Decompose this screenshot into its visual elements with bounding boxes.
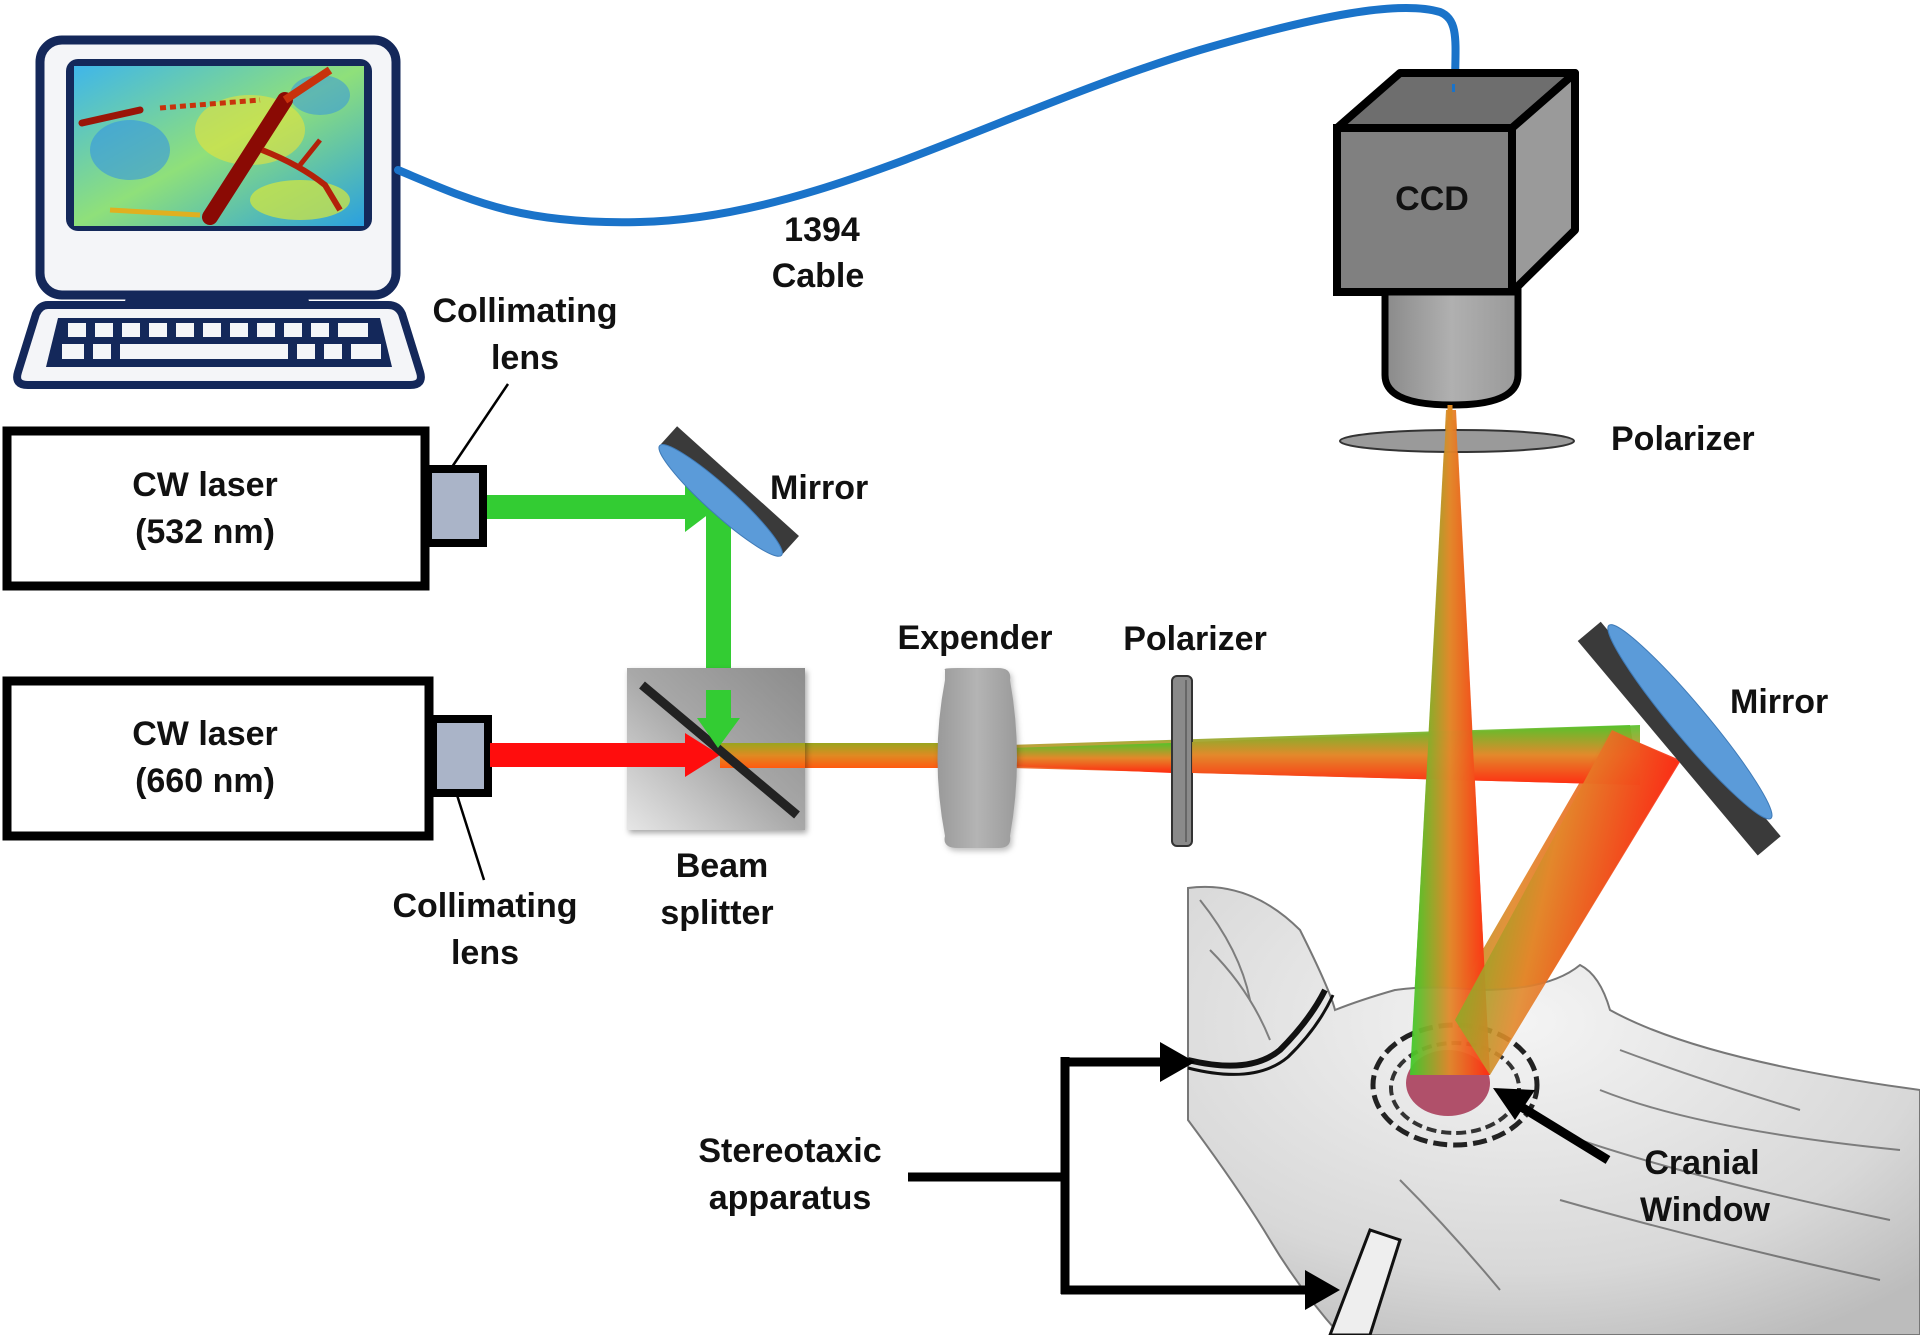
stereotaxic-label-line2: apparatus	[709, 1179, 872, 1217]
cranial-window-label-line2: Window	[1640, 1191, 1771, 1229]
stereotaxic-label-line1: Stereotaxic	[698, 1132, 881, 1170]
laser-660-label-line2: (660 nm)	[135, 762, 275, 800]
beam-splitter-label-line1: Beam	[676, 847, 769, 885]
collimating-bottom-label-line1: Collimating	[392, 887, 577, 925]
laser-532-box	[2, 426, 430, 591]
beam-splitter-label-line2: splitter	[660, 894, 773, 932]
laser-532: CW laser (532 nm)	[2, 426, 487, 591]
stereotaxic-arrow-ear	[1160, 1042, 1195, 1082]
mirror-right	[1577, 621, 1781, 856]
red-beam-arrow	[685, 733, 720, 777]
cable-label-line1: 1394	[784, 211, 860, 249]
laser-660-box	[2, 676, 434, 841]
mirror-top-label: Mirror	[770, 469, 868, 507]
cable-label-line2: Cable	[772, 257, 865, 295]
laser-532-label-line2: (532 nm)	[135, 513, 275, 551]
collimating-top-label-line1: Collimating	[432, 292, 617, 330]
blood-flow-map-image	[78, 66, 350, 225]
expander-label: Expender	[898, 619, 1053, 657]
rat-head-image	[1187, 885, 1920, 1335]
green-beam	[487, 495, 697, 519]
polarizer-top-label: Polarizer	[1611, 420, 1755, 458]
stereotaxic-arrow-nose	[1305, 1270, 1340, 1310]
mirror-top	[658, 426, 799, 557]
ccd-body	[1333, 124, 1516, 296]
laser-660-label-line1: CW laser	[132, 715, 278, 753]
collimating-bottom-label-line2: lens	[451, 934, 519, 972]
camera-lens-barrel	[1381, 288, 1522, 409]
beam-splitter-mirror	[639, 681, 800, 819]
ccd-label: CCD	[1395, 180, 1469, 218]
collimating-lens-bottom	[429, 715, 492, 797]
laser-660: CW laser (660 nm)	[2, 676, 492, 841]
collimating-lens-top	[424, 465, 487, 547]
red-beam	[490, 743, 690, 767]
stereotaxic-bracket	[908, 1057, 1315, 1295]
collimating-top-label-line2: lens	[491, 339, 559, 377]
mirror-right-label: Mirror	[1730, 683, 1828, 721]
cable-1394	[394, 3, 1460, 227]
cranial-window-label-line1: Cranial	[1644, 1144, 1759, 1182]
polarizer-mid	[1171, 675, 1193, 847]
cranial-window-arrow	[1507, 1096, 1611, 1164]
computer-icon	[13, 35, 425, 389]
green-beam-arrow	[685, 482, 718, 532]
collimating-bottom-leader	[455, 794, 486, 881]
laser-532-label-line1: CW laser	[132, 466, 278, 504]
polarizer-mid-label: Polarizer	[1123, 620, 1267, 658]
beam-expander	[937, 668, 1017, 848]
ccd-camera: CCD	[1333, 69, 1579, 409]
collimating-top-leader	[450, 383, 510, 468]
